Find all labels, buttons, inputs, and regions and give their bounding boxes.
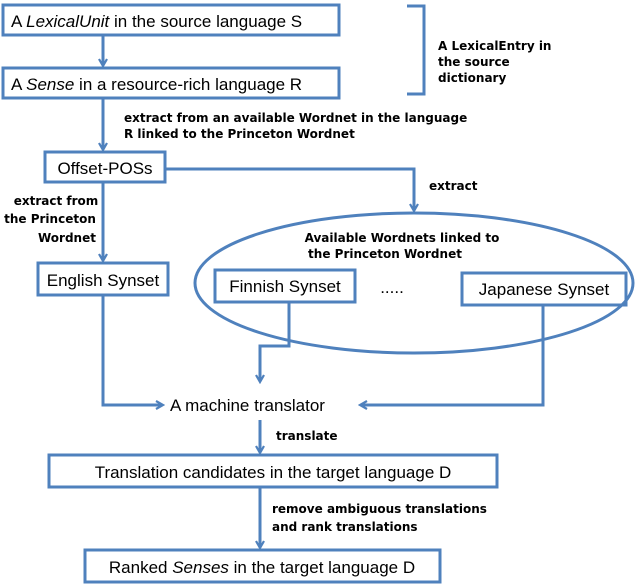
offset-pos-label: Offset-POSs [57,159,152,178]
ranked-senses-label: Ranked Senses in the target language D [109,558,415,577]
bracket-note-line-3: dictionary [438,71,506,85]
sense-label: A Sense in a resource-rich language R [11,75,302,94]
machine-translator-label: A machine translator [170,396,325,415]
japanese-synset-label: Japanese Synset [479,280,610,299]
edge-label-extract-princeton-2: the Princeton [4,212,96,226]
edge-label-extract-princeton-3: Wordnet [38,231,96,245]
offset-pos-box [43,150,167,184]
bracket-note-line-1: A LexicalEntry in [438,39,551,53]
edge-label-translate: translate [276,429,338,443]
lexical-unit-label: A LexicalUnit in the source language S [11,12,302,31]
english-synset-label: English Synset [47,271,160,290]
edge-label-extract: extract [429,179,478,193]
edge-label-remove-rank-1: remove ambiguous translations [272,502,487,516]
edge-label-extract-princeton-1: extract from [14,194,99,208]
arrow-finnish-to-translator [260,302,291,381]
finnish-synset-box [213,268,357,304]
ellipse-caption-line-2: the Princeton Wordnet [308,247,462,261]
edge-label-extract-wordnet-2: R linked to the Princeton Wordnet [124,127,355,141]
ellipse-caption-line-1: Available Wordnets linked to [305,231,500,245]
translation-candidates-box [47,453,499,489]
edge-label-remove-rank-2: and rank translations [272,520,418,534]
lexical-unit-box [1,3,341,37]
bracket-note-line-2: the source [438,55,510,69]
translation-candidates-label: Translation candidates in the target lan… [95,463,452,482]
sense-box [1,66,341,100]
ranked-senses-box [83,548,442,584]
arrow-offset-to-ellipse [165,167,414,210]
edge-label-extract-wordnet-1: extract from an available Wordnet in the… [124,111,467,125]
finnish-synset-label: Finnish Synset [229,277,341,296]
available-wordnets-ellipse [193,211,635,355]
arrow-japanese-to-translator [361,305,545,405]
arrow-english-to-translator [101,295,162,405]
ellipsis-label: ..... [380,278,404,297]
lexical-entry-bracket [407,4,426,96]
